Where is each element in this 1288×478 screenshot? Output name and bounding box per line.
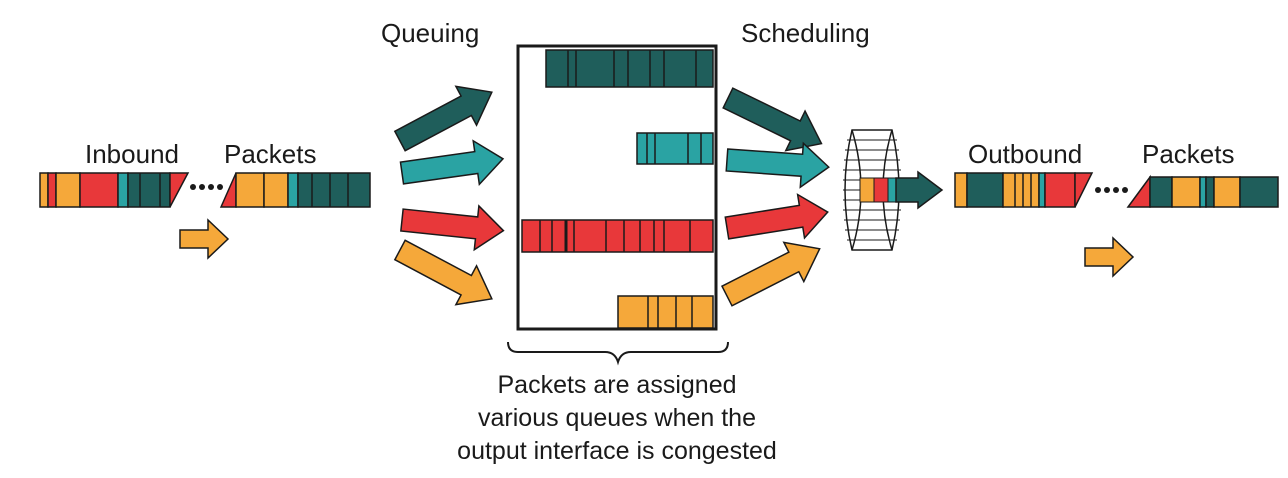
queue-red: [521, 219, 714, 253]
inbound-label: Inbound: [85, 139, 179, 169]
inbound-packet-block-right: [219, 172, 371, 208]
inbound-direction-arrow-icon: [179, 218, 230, 260]
scheduling-arrows: [720, 87, 830, 307]
outbound-packets-label: Packets: [1142, 139, 1235, 169]
queuing-arrows: [393, 85, 505, 306]
scheduling-arrow-red-icon: [724, 193, 829, 240]
scheduling-label: Scheduling: [741, 18, 870, 48]
queue-teal: [636, 132, 714, 165]
queuing-label: Queuing: [381, 18, 479, 48]
inbound-ellipsis-dots: [190, 184, 223, 190]
caption: Packets are assigned various queues when…: [457, 371, 777, 465]
queue-dark-teal: [545, 49, 714, 88]
inbound-packet-block-left: [39, 172, 190, 208]
queue-box-frame: [516, 44, 718, 331]
outbound-ellipsis-dots: [1095, 187, 1128, 193]
outbound-packet-block-left: [954, 172, 1094, 208]
queuing-arrow-dark-teal-icon: [393, 85, 493, 152]
outbound-packet-block-right: [1126, 174, 1279, 208]
caption-line-2: various queues when the: [478, 404, 756, 432]
caption-line-1: Packets are assigned: [497, 371, 736, 399]
queue-brace: [507, 341, 729, 366]
caption-line-3: output interface is congested: [457, 437, 777, 465]
scheduling-arrow-orange-icon: [720, 241, 821, 307]
inbound-packets-label: Packets: [224, 139, 317, 169]
outbound-direction-arrow-icon: [1084, 236, 1135, 278]
scheduling-arrow-teal-icon: [725, 141, 830, 189]
outbound-packet-stream: [954, 172, 1279, 278]
scheduler-output-packet: [859, 170, 944, 210]
queue-box: [516, 44, 718, 331]
queuing-arrow-red-icon: [400, 204, 505, 252]
queuing-arrow-teal-icon: [399, 139, 505, 187]
inbound-packet-stream: [39, 172, 371, 260]
outbound-label: Outbound: [968, 139, 1082, 169]
queuing-arrow-orange-icon: [393, 239, 493, 306]
queue-orange: [617, 295, 714, 329]
scheduler-drum-icon: [843, 129, 944, 251]
